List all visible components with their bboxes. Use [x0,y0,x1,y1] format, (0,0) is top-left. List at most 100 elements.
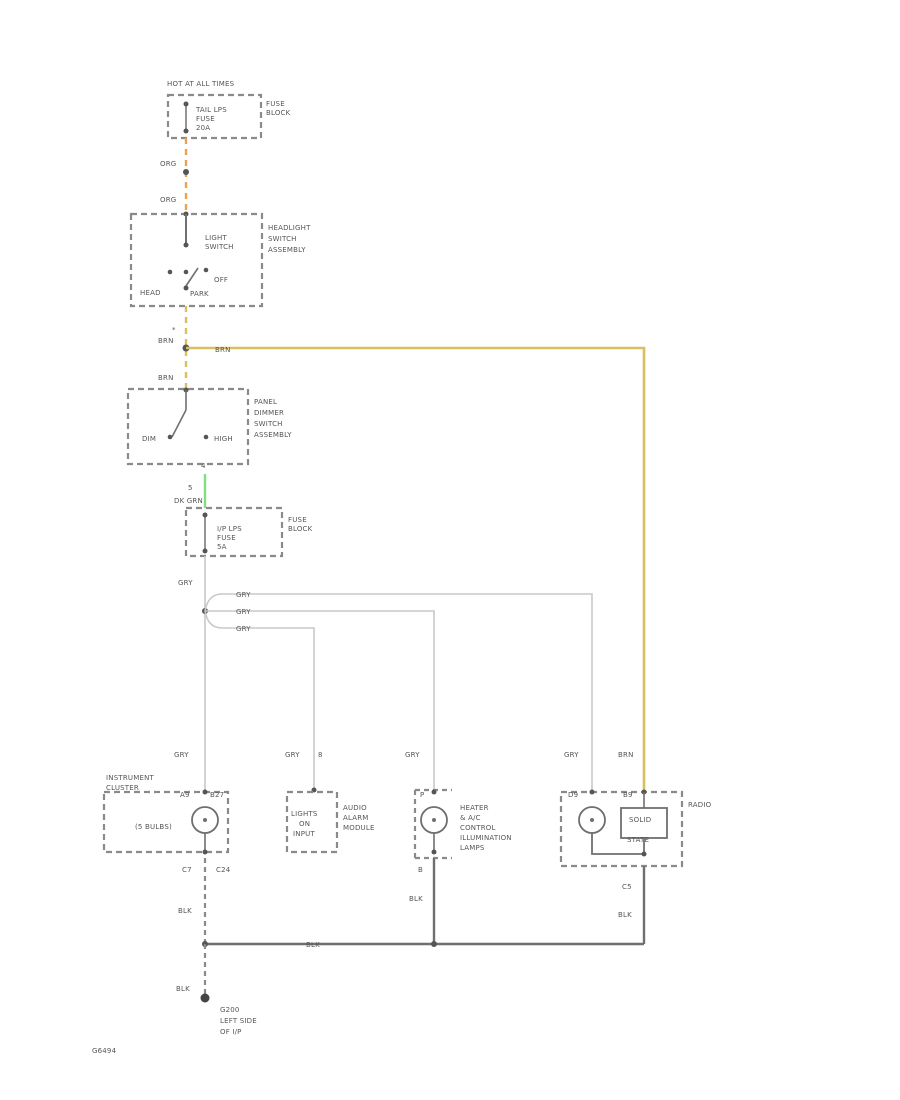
connector-dot [431,789,437,795]
top-fuse-block-name-1: FUSE [266,100,285,108]
dimmer-name-4: ASSEMBLY [254,431,292,439]
wire-label-brn-2: BRN [158,374,174,382]
ground-name-3: OF I/P [220,1028,242,1036]
connector-dot [641,851,647,857]
switch-pivot [183,285,189,291]
audio-name-1: AUDIO [343,804,367,812]
audio-box-line2: ON [299,820,310,828]
ground-name-2: LEFT SIDE [220,1017,257,1025]
bulb-filament [432,818,436,822]
ground-point-icon [200,993,210,1003]
heater-name-3: CONTROL [460,824,496,832]
dimmer-name-1: PANEL [254,398,277,406]
pin-5-label: 5 [188,484,193,492]
tail-lps-fuse-line1: TAIL LPS [195,106,227,114]
ground-label-blk-5: BLK [176,985,190,993]
ip-fuse-line3: 5A [217,543,227,551]
switch-park-label: PARK [190,290,209,298]
solid-state-line1: SOLID [629,816,651,824]
switch-head-label: HEAD [140,289,161,297]
cluster-pin-d: C24 [216,866,231,874]
dimmer-name-3: SWITCH [254,420,283,428]
audio-name-2: ALARM [343,814,369,822]
switch-contact [167,269,173,275]
heater-name-5: LAMPS [460,844,485,852]
wire-label-brn-1: BRN [158,337,174,345]
cluster-bulbs-label: (5 BULBS) [135,823,172,831]
audio-box-line1: LIGHTS [291,810,318,818]
headlight-switch-name-1: HEADLIGHT [268,224,311,232]
wire-label-orn-1: ORG [160,160,176,168]
ip-fuse-block-name-2: BLOCK [288,525,313,533]
ground-name-1: G200 [220,1006,240,1014]
audio-name-3: MODULE [343,824,375,832]
splice-mark: * [172,326,176,334]
wire-label-orn-2: ORG [160,196,176,204]
dimmer-switch-box [126,387,250,466]
fuse-terminal [202,512,208,518]
bulb-filament [590,818,594,822]
audio-alarm-box [285,790,339,854]
hot-at-all-times-label: HOT AT ALL TIMES [167,80,235,88]
wire-label-gry-main: GRY [178,579,193,587]
tail-lps-fuse-line2: FUSE [196,115,215,123]
drop-label-heater: GRY [405,751,420,759]
tail-lps-fuse-line3: 20A [196,124,210,132]
top-fuse-block [166,93,263,140]
switch-off-label: OFF [214,276,228,284]
connector-dot [431,849,437,855]
dimmer-contact [167,434,173,440]
headlight-switch-name-2: SWITCH [268,235,297,243]
ground-label-blk-1: BLK [178,907,192,915]
switch-blade [185,267,199,287]
connector-dot [202,849,208,855]
grey-branch-heater [205,610,435,790]
heater-pin-bottom: B [418,866,423,874]
cluster-pin-b: B27 [210,791,224,799]
branch-label-gry-1: GRY [236,591,251,599]
fuse-terminal [183,128,189,134]
dimmer-contact [203,434,209,440]
grey-branch-radio [204,593,593,790]
cluster-pin-c: C7 [182,866,192,874]
radio-pin-left: D9 [568,791,578,799]
dimmer-dim-label: DIM [142,435,156,443]
light-switch-label-1: LIGHT [205,234,227,242]
drop-label-radio-brn: BRN [618,751,634,759]
brown-wire-to-radio [186,346,646,792]
solid-state-line2: STATE [627,836,649,844]
ip-fuse-block-name-1: FUSE [288,516,307,524]
radio-box [559,790,684,868]
top-fuse-block-name-2: BLOCK [266,109,291,117]
bulb-filament [203,818,207,822]
headlight-switch-box [129,212,264,308]
drop-label-audio-pin: 8 [318,751,323,759]
fuse-terminal [183,101,189,107]
switch-contact [183,269,189,275]
fuse-terminal [202,548,208,554]
ip-fuse-line1: I/P LPS [217,525,242,533]
instrument-cluster-box [102,790,230,854]
drop-label-cluster: GRY [174,751,189,759]
ip-fuse-block [184,506,284,558]
radio-pin-right: B9 [623,791,633,799]
connector-dot [183,169,189,175]
headlight-switch-name-3: ASSEMBLY [268,246,306,254]
cluster-name-1: INSTRUMENT [106,774,155,782]
heater-pin-top: P [420,791,424,799]
wire-label-dk-grn: DK GRN [174,497,203,505]
switch-terminal [183,242,189,248]
drop-label-radio-gry: GRY [564,751,579,759]
switch-contact [203,267,209,273]
radio-pin-bottom: C5 [622,883,632,891]
audio-box-line3: INPUT [293,830,315,838]
branch-label-gry-2: GRY [236,608,251,616]
branch-label-gry-3: GRY [236,625,251,633]
connector-dot [589,789,595,795]
grey-branch-audio [204,610,315,790]
light-switch-label-2: SWITCH [205,243,234,251]
dimmer-pin-label: 4 [201,462,206,470]
ground-label-blk-4: BLK [306,941,320,949]
